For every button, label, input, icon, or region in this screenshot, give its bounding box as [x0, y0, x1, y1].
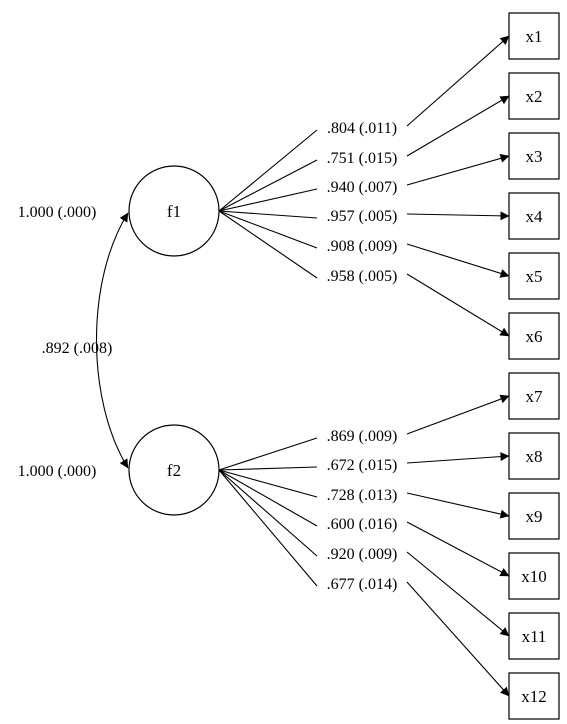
indicator-x1: x1 — [508, 12, 560, 60]
loading-arrow-x7 — [406, 394, 510, 435]
loading-line-x2-start — [218, 159, 318, 212]
indicator-label-x8: x8 — [526, 447, 543, 466]
loading-label-x3: .940 (.007) — [327, 179, 398, 196]
indicator-box-x5 — [508, 252, 560, 300]
loading-line-x1-start — [218, 129, 318, 212]
indicator-box-x2 — [508, 72, 560, 120]
indicator-x9: x9 — [508, 492, 560, 540]
indicator-box-x3 — [508, 132, 560, 180]
indicator-boxes: x1 x2 x3 x4 x5 x6 x7 x8 x9 x10 x11 x12 — [508, 12, 560, 720]
loading-line-x9-start — [218, 469, 318, 498]
loading-line-x7-start — [218, 437, 318, 471]
indicator-x10: x10 — [508, 552, 560, 600]
loading-arrow-x1 — [406, 35, 510, 127]
indicator-box-x8 — [508, 432, 560, 480]
indicator-label-x7: x7 — [526, 387, 544, 406]
loading-label-x9: .728 (.013) — [327, 487, 398, 504]
loading-line-x8-start — [218, 466, 318, 471]
indicator-x8: x8 — [508, 432, 560, 480]
loading-label-x10: .600 (.016) — [327, 516, 398, 533]
factor-f2: f2 — [128, 424, 220, 516]
loading-line-x11-start — [218, 469, 318, 557]
indicator-box-x6 — [508, 312, 560, 360]
loading-arrow-x3 — [406, 154, 510, 186]
indicator-x12: x12 — [508, 672, 560, 720]
indicator-label-x5: x5 — [526, 267, 543, 286]
covariance-arrow — [96, 212, 129, 469]
loading-labels: .804 (.011) .751 (.015) .940 (.007) .957 (.… — [327, 120, 398, 593]
indicator-box-x9 — [508, 492, 560, 540]
factor-f1: f1 — [128, 165, 220, 257]
indicator-label-x1: x1 — [526, 27, 543, 46]
factor-f2-variance: 1.000 (.000) — [18, 463, 97, 480]
loading-label-x7: .869 (.009) — [327, 428, 398, 445]
loading-line-x10-start — [218, 469, 318, 527]
loading-arrow-x8 — [406, 452, 510, 464]
indicator-box-x4 — [508, 192, 560, 240]
loading-label-x2: .751 (.015) — [327, 150, 398, 167]
loading-line-x3-start — [218, 188, 318, 212]
loading-label-x1: .804 (.011) — [327, 120, 397, 137]
indicator-box-x12 — [508, 672, 560, 720]
loading-arrow-x6 — [406, 273, 510, 337]
indicator-label-x4: x4 — [526, 207, 544, 226]
loading-arrow-x4 — [406, 211, 510, 221]
indicator-label-x9: x9 — [526, 507, 543, 526]
factor-f1-variance: 1.000 (.000) — [18, 204, 97, 221]
loading-label-x11: .920 (.009) — [327, 546, 398, 563]
indicator-x7: x7 — [508, 372, 560, 420]
loading-label-x4: .957 (.005) — [327, 208, 398, 225]
loading-label-x12: .677 (.014) — [327, 576, 398, 593]
loading-arrow-x10 — [406, 521, 510, 577]
loading-arrow-x9 — [406, 492, 510, 519]
indicator-x11: x11 — [508, 612, 560, 660]
indicator-box-x10 — [508, 552, 560, 600]
loading-label-x6: .958 (.005) — [327, 268, 398, 285]
loading-arrow-x2 — [406, 95, 510, 157]
loading-line-x12-start — [218, 469, 318, 587]
loading-label-x8: .672 (.015) — [327, 457, 398, 474]
indicator-box-x1 — [508, 12, 560, 60]
indicator-x6: x6 — [508, 312, 560, 360]
indicator-label-x2: x2 — [526, 87, 543, 106]
loading-line-x4-start — [218, 210, 318, 219]
indicator-x3: x3 — [508, 132, 560, 180]
loading-lines — [218, 35, 510, 697]
indicator-label-x12: x12 — [521, 687, 547, 706]
indicator-label-x10: x10 — [521, 567, 547, 586]
indicator-box-x11 — [508, 612, 560, 660]
loading-arrow-x12 — [406, 581, 510, 697]
indicator-x4: x4 — [508, 192, 560, 240]
indicator-box-x7 — [508, 372, 560, 420]
indicator-x5: x5 — [508, 252, 560, 300]
loading-arrow-x11 — [406, 551, 510, 637]
indicator-label-x3: x3 — [526, 147, 543, 166]
covariance-label: .892 (.008) — [42, 340, 113, 357]
loading-line-x6-start — [218, 210, 318, 279]
factor-f2-label: f2 — [167, 461, 181, 480]
indicator-label-x11: x11 — [522, 627, 547, 646]
loading-label-x5: .908 (.009) — [327, 238, 398, 255]
loading-arrow-x5 — [406, 243, 510, 278]
indicator-label-x6: x6 — [526, 327, 543, 346]
loading-line-x5-start — [218, 210, 318, 249]
indicator-x2: x2 — [508, 72, 560, 120]
factor-f1-label: f1 — [167, 202, 181, 221]
